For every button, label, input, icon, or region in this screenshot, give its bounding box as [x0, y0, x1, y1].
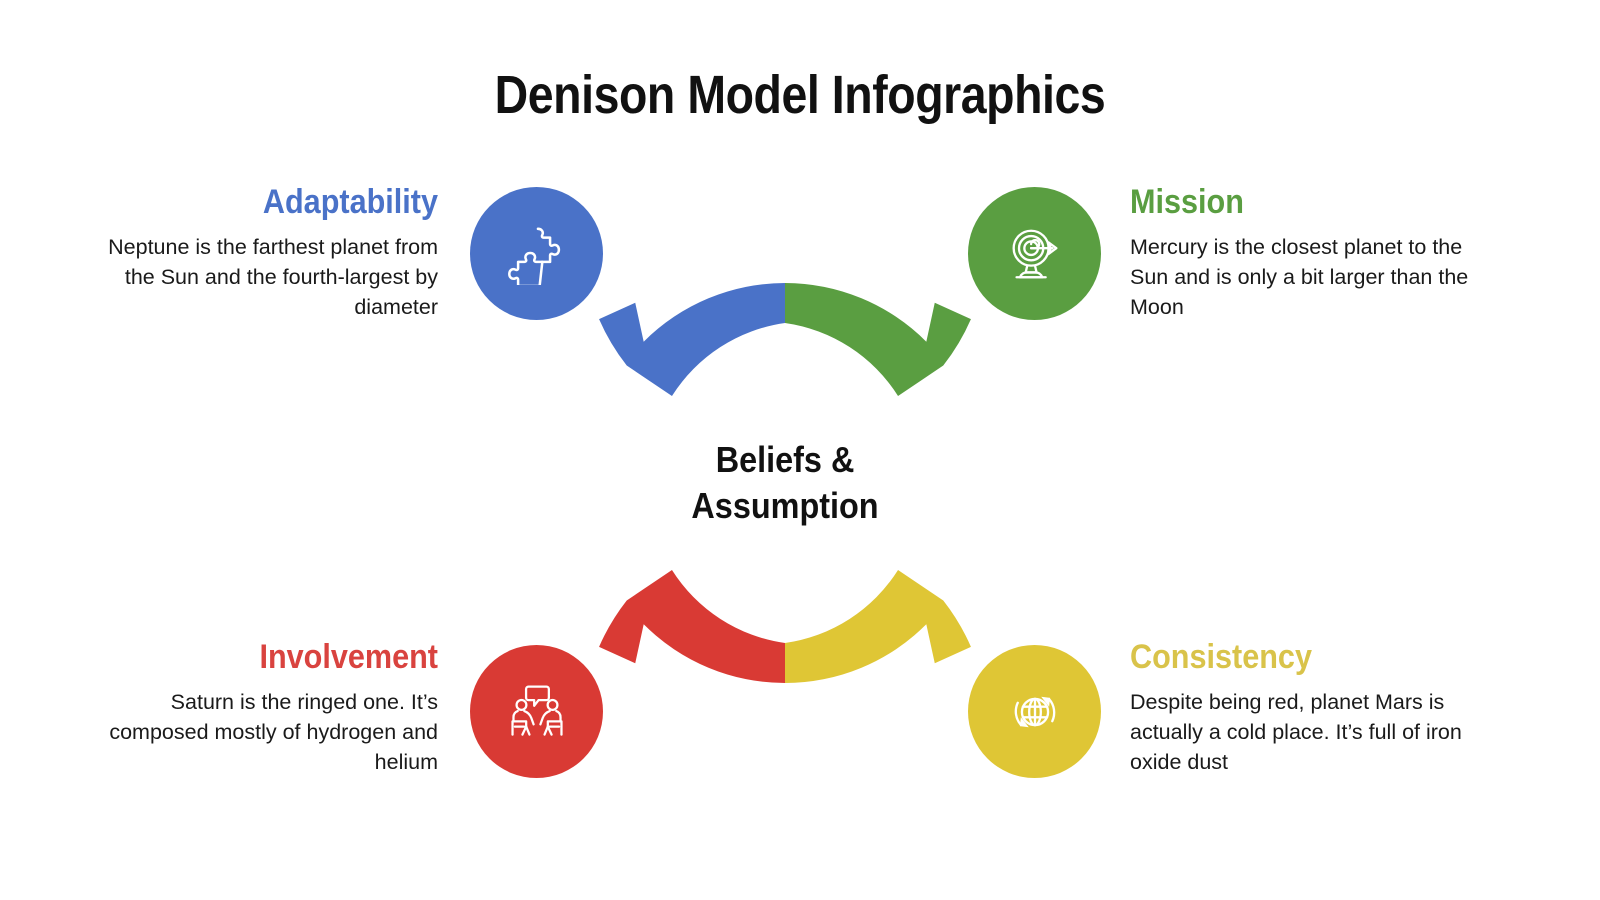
- denison-cycle-ring: [575, 273, 995, 693]
- body-involvement: Saturn is the ringed one. It’s composed …: [109, 690, 438, 774]
- heading-mission: Mission: [1130, 183, 1244, 221]
- text-block-mission: Mission Mercury is the closest planet to…: [1130, 182, 1470, 322]
- globe-refresh-icon: [1004, 681, 1066, 743]
- ring-segment-consistency: [785, 569, 971, 683]
- heading-involvement: Involvement: [259, 638, 438, 676]
- icon-circle-mission[interactable]: [968, 187, 1101, 320]
- page-title: Denison Model Infographics: [494, 65, 1106, 125]
- text-block-consistency: Consistency Despite being red, planet Ma…: [1130, 637, 1470, 777]
- icon-circle-adaptability[interactable]: [470, 187, 603, 320]
- ring-segment-involvement: [599, 569, 785, 683]
- puzzle-icon: [506, 223, 568, 285]
- heading-consistency: Consistency: [1130, 638, 1312, 676]
- body-adaptability: Neptune is the farthest planet from the …: [108, 235, 438, 319]
- ring-segment-adaptability: [599, 283, 785, 397]
- discussion-icon: [505, 682, 569, 742]
- icon-circle-involvement[interactable]: [470, 645, 603, 778]
- text-block-involvement: Involvement Saturn is the ringed one. It…: [98, 637, 438, 777]
- target-icon: [1004, 223, 1066, 285]
- body-consistency: Despite being red, planet Mars is actual…: [1130, 690, 1462, 774]
- icon-circle-consistency[interactable]: [968, 645, 1101, 778]
- body-mission: Mercury is the closest planet to the Sun…: [1130, 235, 1469, 319]
- text-block-adaptability: Adaptability Neptune is the farthest pla…: [98, 182, 438, 322]
- ring-segment-mission: [785, 283, 971, 397]
- heading-adaptability: Adaptability: [262, 183, 438, 221]
